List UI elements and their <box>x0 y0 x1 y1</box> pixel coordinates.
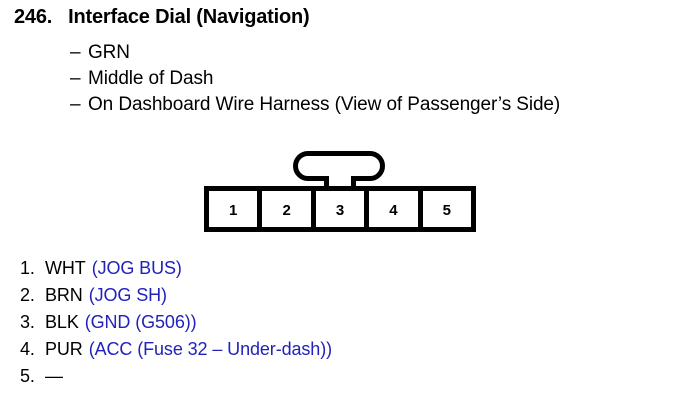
pin-list-wire-color: WHT <box>45 258 86 278</box>
pin-list-item: 3. BLK (GND (G506)) <box>20 309 332 336</box>
descriptor-label: GRN <box>88 42 130 63</box>
pin-list-signal: (ACC (Fuse 32 – Under-dash)) <box>88 339 333 359</box>
pin-list-index: 4. <box>20 339 35 359</box>
entry-number: 246. <box>14 6 53 28</box>
pin-list-wire-color: PUR <box>45 339 83 359</box>
descriptor-dash-icon: – <box>70 94 81 115</box>
connector-pin-2: 2 <box>262 191 316 227</box>
connector-pin-5: 5 <box>422 191 472 227</box>
descriptor-dash-icon: – <box>70 42 81 63</box>
connector-diagram: 1 2 3 4 5 <box>204 151 476 233</box>
descriptor-item-location: – Middle of Dash <box>70 66 560 92</box>
connector-pin-1: 1 <box>209 191 263 227</box>
connector-pin-4: 4 <box>369 191 423 227</box>
pin-list-item: 5. — <box>20 363 332 390</box>
pin-list-signal: (GND (G506)) <box>84 312 197 332</box>
pin-list-signal: (JOG SH) <box>88 285 167 305</box>
connector-body: 1 2 3 4 5 <box>204 186 476 232</box>
descriptor-item-wire-color: – GRN <box>70 40 560 66</box>
descriptor-list: – GRN – Middle of Dash – On Dashboard Wi… <box>70 40 560 118</box>
pin-list-index: 5. <box>20 366 35 386</box>
descriptor-item-harness: – On Dashboard Wire Harness (View of Pas… <box>70 92 560 118</box>
descriptor-label: On Dashboard Wire Harness (View of Passe… <box>88 94 561 115</box>
pin-list-wire-color: BRN <box>45 285 83 305</box>
pin-list-index: 3. <box>20 312 35 332</box>
descriptor-dash-icon: – <box>70 68 81 89</box>
connector-pin-label: 5 <box>442 201 451 219</box>
connector-pin-label: 4 <box>389 201 398 219</box>
pin-list-index: 1. <box>20 258 35 278</box>
entry-header: 246. Interface Dial (Navigation) <box>14 6 310 29</box>
connector-pin-label: 1 <box>229 201 238 219</box>
pin-list-item: 4. PUR (ACC (Fuse 32 – Under-dash)) <box>20 336 332 363</box>
pin-list-signal: (JOG BUS) <box>91 258 182 278</box>
pin-assignment-list: 1. WHT (JOG BUS) 2. BRN (JOG SH) 3. BLK … <box>20 255 332 390</box>
pin-list-wire-color: BLK <box>45 312 79 332</box>
connector-latch-neck-icon <box>324 176 356 189</box>
connector-pin-label: 2 <box>282 201 291 219</box>
connector-pin-3: 3 <box>315 191 370 227</box>
descriptor-label: Middle of Dash <box>88 68 214 89</box>
page-title: Interface Dial (Navigation) <box>68 6 310 28</box>
pin-list-item: 1. WHT (JOG BUS) <box>20 255 332 282</box>
pin-list-item: 2. BRN (JOG SH) <box>20 282 332 309</box>
pin-list-wire-color: — <box>45 366 63 386</box>
connector-pin-label: 3 <box>335 201 345 219</box>
pin-list-index: 2. <box>20 285 35 305</box>
